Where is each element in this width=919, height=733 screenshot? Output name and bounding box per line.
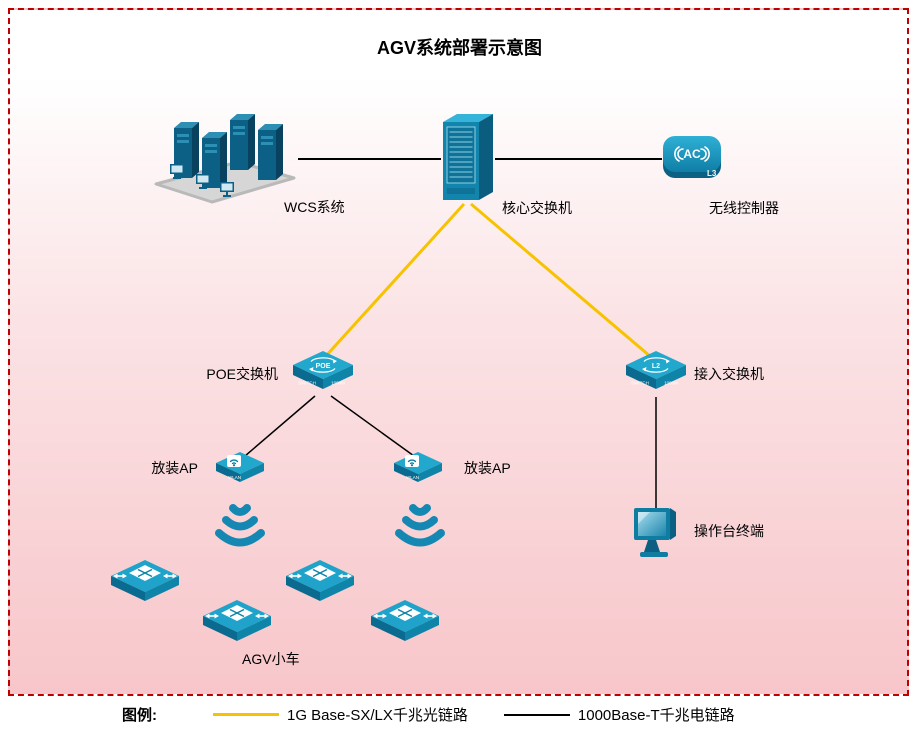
ap-right-label: 放装AP xyxy=(464,460,511,476)
ap-left-wlan-text: WLAN xyxy=(228,475,241,480)
legend-title: 图例: xyxy=(122,707,157,724)
ac-l3-tag: L3 xyxy=(707,169,717,178)
wifi-signal-left xyxy=(208,500,272,558)
wcs-label: WCS系统 xyxy=(284,199,345,215)
node-agv-cart-1 xyxy=(109,558,181,610)
wifi-signal-right xyxy=(388,500,452,558)
access-1000m-text: 1000M xyxy=(664,381,678,386)
access-point-icon: WLAN xyxy=(394,452,442,482)
ap-right-wlan-text: WLAN xyxy=(406,475,419,480)
core-switch-label: 核心交换机 xyxy=(502,200,572,216)
legend: 图例: 1G Base-SX/LX千兆光链路 1000Base-T千兆电链路 xyxy=(122,704,735,725)
wireless-controller-icon: AC L3 xyxy=(663,136,721,178)
node-wireless-controller: AC L3 xyxy=(658,128,728,184)
access-switch-badge: L2 xyxy=(652,363,660,370)
poe-switch-label: POE交换机 xyxy=(206,366,278,382)
node-terminal xyxy=(628,502,684,560)
legend-copper-line-swatch xyxy=(503,713,570,716)
node-wcs xyxy=(150,100,300,208)
poe-switch-icon: POE SWITCH 1000M xyxy=(293,351,353,389)
node-agv-cart-2 xyxy=(201,598,273,650)
diagram-title: AGV系统部署示意图 xyxy=(376,38,542,58)
poe-badge: POE xyxy=(316,363,331,370)
legend-fiber-label: 1G Base-SX/LX千兆光链路 xyxy=(287,707,468,724)
access-switch-icon: L2 SWITCH 1000M xyxy=(626,351,686,389)
agv-cart-icon xyxy=(286,560,354,601)
agv-cart-icon xyxy=(203,600,271,641)
wifi-waves-icon xyxy=(395,504,445,547)
wifi-waves-icon xyxy=(215,504,265,547)
ap-left-label: 放装AP xyxy=(151,460,198,476)
access-switch-label: 接入交换机 xyxy=(694,366,764,382)
terminal-label: 操作台终端 xyxy=(694,523,764,539)
core-switch-icon xyxy=(443,114,493,200)
wireless-controller-label: 无线控制器 xyxy=(709,200,779,216)
node-core-switch xyxy=(439,110,497,204)
legend-fiber-line-swatch xyxy=(213,713,279,716)
node-access-switch: L2 SWITCH 1000M xyxy=(624,348,688,400)
node-poe-switch: POE SWITCH 1000M xyxy=(291,348,355,400)
legend-copper-label: 1000Base-T千兆电链路 xyxy=(577,707,735,724)
ac-badge: AC xyxy=(683,147,701,161)
node-agv-cart-4 xyxy=(369,598,441,650)
node-ap-right: WLAN xyxy=(392,449,444,493)
access-point-icon: WLAN xyxy=(216,452,264,482)
agv-cart-icon xyxy=(111,560,179,601)
operator-terminal-icon xyxy=(634,508,676,557)
access-switch-text: SWITCH xyxy=(631,381,649,386)
agv-carts-label: AGV小车 xyxy=(242,651,300,667)
node-agv-cart-3 xyxy=(284,558,356,610)
wcs-servers-icon xyxy=(154,114,296,204)
node-ap-left: WLAN xyxy=(214,449,266,493)
wcs-monitor-icons xyxy=(170,164,234,197)
poe-1000m-text: 1000M xyxy=(331,381,345,386)
poe-switch-text: SWITCH xyxy=(298,381,316,386)
agv-cart-icon xyxy=(371,600,439,641)
